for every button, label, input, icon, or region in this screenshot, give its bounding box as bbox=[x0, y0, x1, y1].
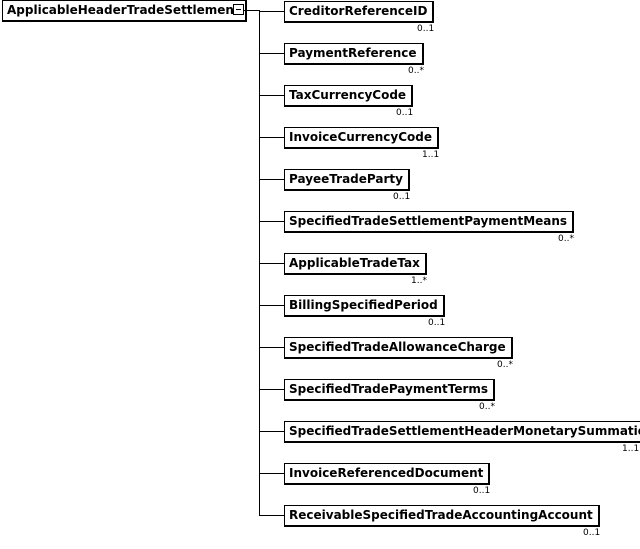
branch-line bbox=[259, 347, 284, 348]
cardinality-label: 0..1 bbox=[583, 528, 601, 538]
child-node[interactable]: ApplicableTradeTax bbox=[284, 253, 427, 275]
child-node[interactable]: InvoiceCurrencyCode bbox=[284, 127, 440, 149]
child-node[interactable]: SpecifiedTradePaymentTerms bbox=[284, 379, 496, 401]
cardinality-label: 0..1 bbox=[396, 108, 414, 118]
child-node[interactable]: SpecifiedTradeSettlementHeaderMonetarySu… bbox=[284, 421, 640, 443]
collapse-minus-icon[interactable] bbox=[233, 4, 244, 15]
branch-line bbox=[259, 263, 284, 264]
cardinality-label: 0..* bbox=[497, 360, 513, 370]
branch-line bbox=[259, 179, 284, 180]
cardinality-label: 0..1 bbox=[428, 318, 446, 328]
cardinality-label: 0..* bbox=[479, 402, 495, 412]
child-node[interactable]: BillingSpecifiedPeriod bbox=[284, 295, 445, 317]
cardinality-label: 1..1 bbox=[422, 150, 440, 160]
child-node[interactable]: SpecifiedTradeAllowanceCharge bbox=[284, 337, 513, 359]
branch-line bbox=[259, 305, 284, 306]
cardinality-label: 0..1 bbox=[417, 24, 435, 34]
root-node[interactable]: ApplicableHeaderTradeSettlement bbox=[2, 0, 247, 22]
branch-line bbox=[259, 137, 284, 138]
root-connector-line bbox=[244, 10, 260, 11]
child-node[interactable]: SpecifiedTradeSettlementPaymentMeans bbox=[284, 211, 575, 233]
child-node[interactable]: PaymentReference bbox=[284, 43, 424, 65]
branch-line bbox=[259, 473, 284, 474]
cardinality-label: 0..1 bbox=[473, 486, 491, 496]
child-node[interactable]: TaxCurrencyCode bbox=[284, 85, 414, 107]
cardinality-label: 0..1 bbox=[393, 192, 411, 202]
child-node[interactable]: CreditorReferenceID bbox=[284, 1, 435, 23]
branch-line bbox=[259, 221, 284, 222]
cardinality-label: 0..* bbox=[558, 234, 574, 244]
child-node[interactable]: PayeeTradeParty bbox=[284, 169, 410, 191]
child-node[interactable]: InvoiceReferencedDocument bbox=[284, 463, 491, 485]
branch-line bbox=[259, 389, 284, 390]
branch-line bbox=[259, 53, 284, 54]
branch-line bbox=[259, 431, 284, 432]
child-node[interactable]: ReceivableSpecifiedTradeAccountingAccoun… bbox=[284, 505, 600, 527]
branch-line bbox=[259, 515, 284, 516]
branch-line bbox=[259, 11, 284, 12]
cardinality-label: 0..* bbox=[408, 66, 424, 76]
cardinality-label: 1..1 bbox=[622, 444, 640, 454]
branch-line bbox=[259, 95, 284, 96]
cardinality-label: 1..* bbox=[411, 276, 427, 286]
